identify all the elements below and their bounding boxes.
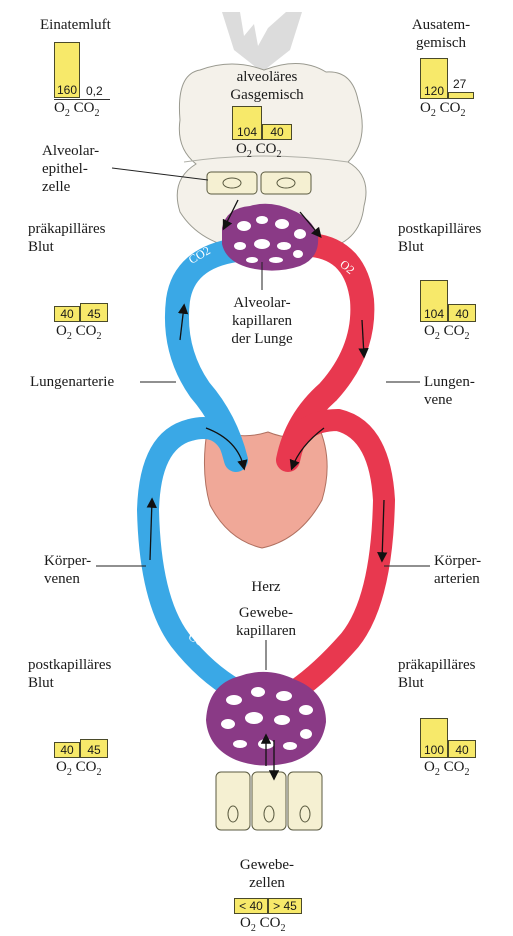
body-veins-label: Körper- venen (44, 552, 91, 588)
gas-axis-inhaled: O2 CO2 (54, 100, 99, 119)
epithelial-cell (261, 172, 311, 194)
exhaled-o2-bar: 120 (420, 58, 448, 99)
postcap-body-o2-value: 40 (60, 743, 73, 757)
tissue-cells-label: Gewebe- zellen (222, 856, 312, 892)
precap-lung-co2-bar: 45 (80, 303, 108, 322)
epithelial-cell (207, 172, 257, 194)
pulmonary-artery-label: Lungenarterie (30, 373, 114, 391)
gas-axis-postcap-body: O2 CO2 (56, 759, 101, 778)
precap-body-co2-bar: 40 (448, 740, 476, 758)
postcap-body-co2-bar: 45 (80, 739, 108, 758)
postcap-lung-co2-bar: 40 (448, 304, 476, 322)
heart-label: Herz (226, 578, 306, 596)
gas-axis-precap-body: O2 CO2 (424, 759, 469, 778)
gas-axis-alveolar: O2 CO2 (236, 141, 281, 160)
postcap-body-label: postkapilläres Blut (28, 656, 111, 692)
postcap-lung-o2-value: 104 (424, 307, 444, 321)
precap-lung-o2-value: 40 (60, 307, 73, 321)
tissue-cell (288, 772, 322, 830)
body-arteries-label: Körper- arterien (434, 552, 481, 588)
alveolar-o2-value: 104 (237, 125, 257, 139)
precap-body-label: präkapilläres Blut (398, 656, 475, 692)
alveolar-epithelium-label: Alveolar- epithel- zelle (42, 142, 99, 196)
tissue-o2-value: < 40 (239, 899, 263, 913)
tissue-cell (252, 772, 286, 830)
precap-lung-co2-value: 45 (87, 307, 100, 321)
exhaled-co2-bar (448, 92, 474, 99)
tissue-co2-value: > 45 (273, 899, 297, 913)
gas-axis-postcap-lung: O2 CO2 (424, 323, 469, 342)
exhaled-o2-value: 120 (424, 84, 444, 98)
postcap-lung-label: postkapilläres Blut (398, 220, 481, 256)
inhaled-title: Einatemluft (40, 16, 111, 34)
airflow-arrow (222, 12, 302, 72)
inhaled-o2-bar: 160 (54, 42, 80, 98)
gas-axis-exhaled: O2 CO2 (420, 100, 465, 119)
postcap-body-o2-bar: 40 (54, 742, 80, 758)
tissue-cell (216, 772, 250, 830)
precap-lung-label: präkapilläres Blut (28, 220, 105, 256)
alveolar-title: alveoläres Gasgemisch (212, 68, 322, 104)
alveolar-o2-bar: 104 (232, 106, 262, 140)
precap-body-co2-value: 40 (455, 743, 468, 757)
tissue-capillaries-label: Gewebe- kapillaren (216, 604, 316, 640)
inhaled-o2-value: 160 (57, 83, 77, 97)
alveolar-capillaries-label: Alveolar- kapillaren der Lunge (206, 294, 318, 348)
alveolar-co2-value: 40 (270, 125, 283, 139)
postcap-body-co2-value: 45 (87, 743, 100, 757)
inhaled-co2-value: 0,2 (86, 84, 103, 98)
exhaled-title: Ausatem- gemisch (396, 16, 486, 52)
precap-body-o2-bar: 100 (420, 718, 448, 758)
gas-axis-tissue: O2 CO2 (240, 915, 285, 934)
precap-body-o2-value: 100 (424, 743, 444, 757)
exhaled-co2-value: 27 (453, 77, 466, 91)
tissue-o2-bar: < 40 (234, 898, 268, 914)
precap-lung-o2-bar: 40 (54, 306, 80, 322)
postcap-lung-o2-bar: 104 (420, 280, 448, 322)
gas-axis-precap-lung: O2 CO2 (56, 323, 101, 342)
postcap-lung-co2-value: 40 (455, 307, 468, 321)
pulmonary-vein-label: Lungen- vene (424, 373, 475, 409)
tissue-co2-bar: > 45 (268, 898, 302, 914)
alveolar-co2-bar: 40 (262, 124, 292, 140)
